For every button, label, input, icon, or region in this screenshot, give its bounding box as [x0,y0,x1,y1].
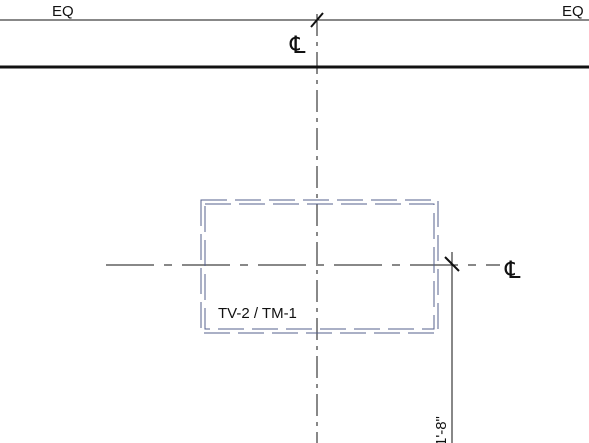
dimension-text: 1'-8" [433,416,450,443]
equipment-outline-hidden [200,199,439,334]
dimension-tick [444,256,460,272]
centerline-symbol-right: ℄ [504,256,521,284]
eq-label-left: EQ [52,3,74,20]
vertical-centerline-tick [310,12,324,28]
equipment-tag-label: TV-2 / TM-1 [218,305,297,322]
centerline-symbol-top: ℄ [289,31,306,59]
eq-label-right: EQ [562,3,584,20]
